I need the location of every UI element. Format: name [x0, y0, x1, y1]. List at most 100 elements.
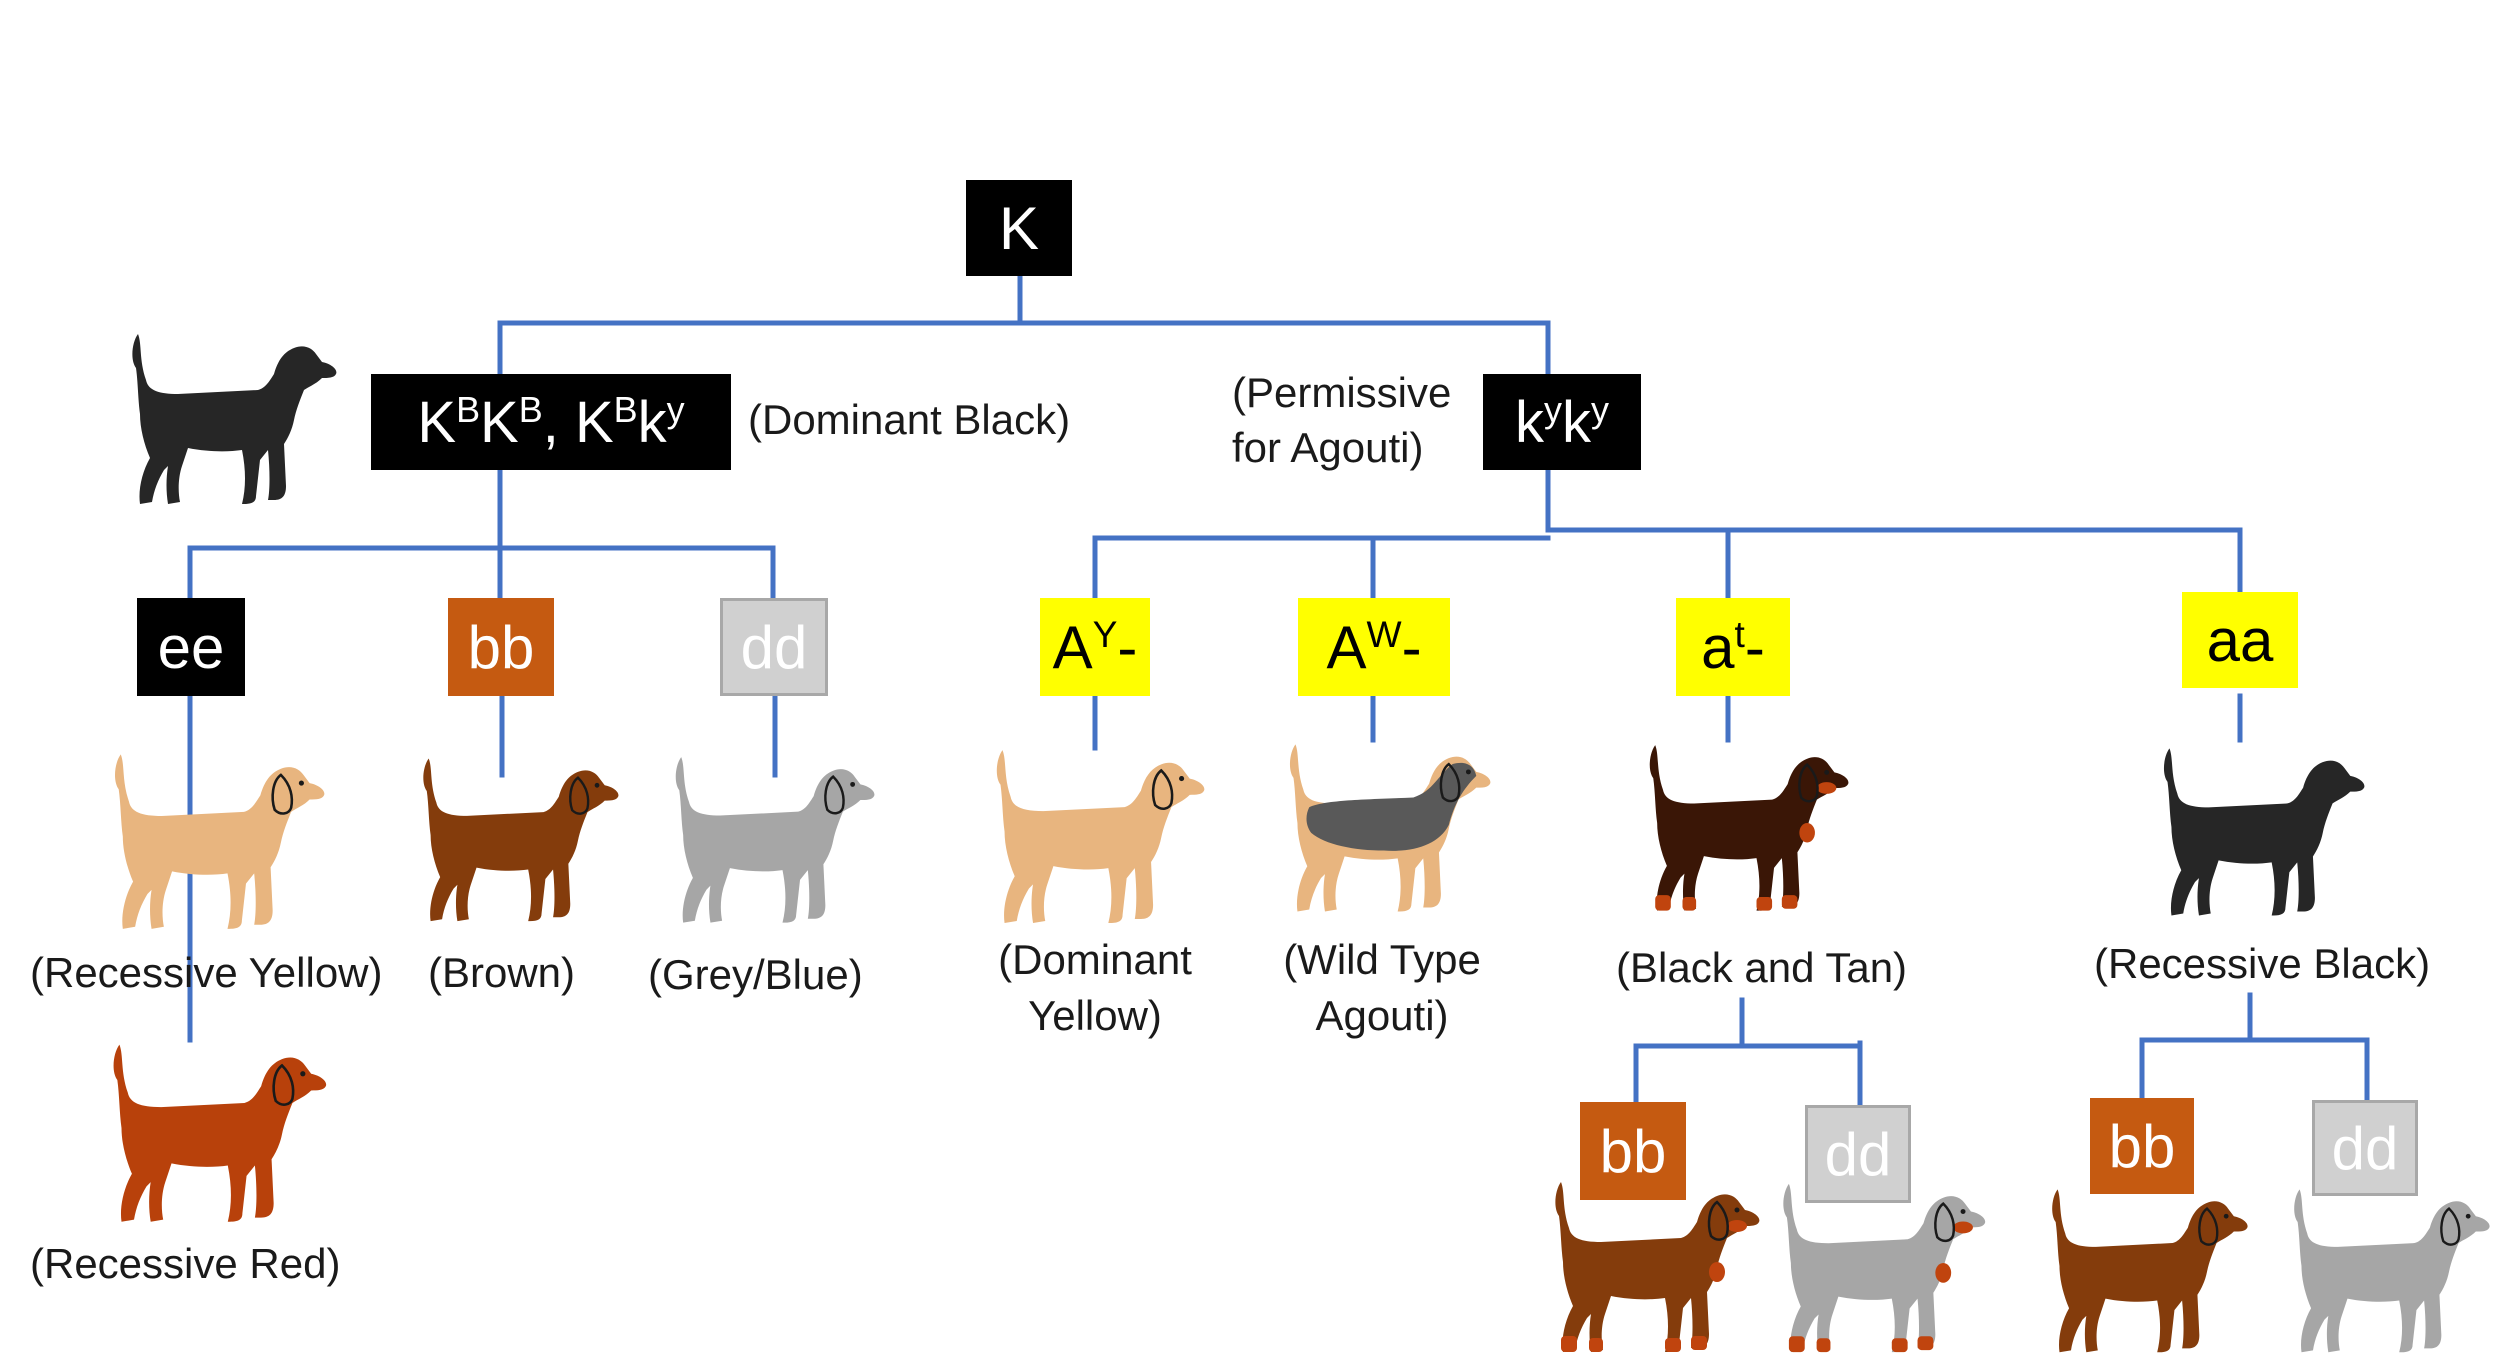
at-sub-bb-box: bb — [1580, 1102, 1686, 1200]
dog-ear — [272, 1063, 295, 1106]
dog-tan-point — [1756, 897, 1773, 911]
ay-box: AY- — [1040, 598, 1150, 696]
recessive-black-dog-icon — [2163, 748, 2365, 916]
dog-body — [2163, 748, 2365, 916]
connector-at-sub — [1633, 997, 1863, 1108]
dog-ear — [1151, 768, 1174, 810]
dog-ear — [2198, 1206, 2219, 1246]
dog-body — [996, 750, 1205, 924]
dominant-black-genotype-box: KBKB, KBky — [371, 374, 731, 470]
aa-sub-bb-label: bb — [2108, 1112, 2176, 1180]
aa-brown-dog-icon — [2052, 1189, 2248, 1353]
permissive-genotype: kyky — [1515, 388, 1609, 455]
dog-eye — [1960, 1209, 1966, 1215]
dog-tan-point — [1727, 1220, 1747, 1232]
aw-description-line2: Agouti) — [1315, 992, 1449, 1039]
dog-tan-point — [1917, 1336, 1934, 1351]
connector-root — [497, 269, 1551, 378]
dd-description: (Grey/Blue) — [648, 951, 863, 998]
bb-box: bb — [448, 598, 554, 696]
permissive-description-line1: (Permissive — [1232, 369, 1452, 416]
dog-tan-point — [1561, 1336, 1577, 1352]
dog-ear — [1439, 762, 1461, 803]
at-sub-dd-box: dd — [1805, 1105, 1911, 1203]
ee-description: (Recessive Yellow) — [30, 949, 383, 996]
dog-eye — [298, 780, 304, 786]
dog-eye — [850, 781, 856, 787]
aa-box: aa — [2182, 592, 2298, 688]
at-grey-tan-dog-icon — [1783, 1183, 1986, 1353]
ay-genotype: AY- — [1052, 613, 1138, 681]
dog-body — [132, 334, 337, 504]
dog-body — [2052, 1189, 2248, 1353]
dog-tan-point — [1781, 895, 1798, 909]
dog-saddle — [1306, 762, 1477, 851]
dog-tan-point — [1665, 1338, 1681, 1352]
dog-tan-point — [1891, 1338, 1908, 1353]
dog-body — [1649, 745, 1849, 911]
at-brown-tan-dog-icon — [1555, 1182, 1760, 1352]
dog-body — [423, 758, 619, 922]
at-description: (Black and Tan) — [1616, 944, 1908, 991]
bb-label: bb — [467, 613, 535, 681]
recessive-yellow-dog-icon — [114, 754, 325, 929]
black-and-tan-dog-icon — [1649, 745, 1849, 911]
aa-grey-dog-icon — [2294, 1189, 2490, 1353]
ee-label: ee — [157, 613, 225, 681]
root-k-box: K — [966, 180, 1072, 276]
ay-description-line1: (Dominant — [998, 936, 1192, 983]
permissive-genotype-box: kyky — [1483, 374, 1641, 470]
dog-tan-point — [1816, 782, 1837, 794]
dominant-yellow-dog-icon — [996, 750, 1205, 924]
dog-ear — [1707, 1200, 1729, 1241]
ee-box: ee — [137, 598, 245, 696]
grey-dog-icon — [675, 757, 875, 923]
dog-eye — [1824, 769, 1830, 775]
dominant-black-dog-icon — [132, 334, 337, 504]
connector-permissive — [1092, 467, 2243, 603]
dog-tan-point — [1691, 1336, 1707, 1350]
dog-eye — [2465, 1213, 2471, 1219]
bb-description: (Brown) — [428, 949, 576, 996]
aa-sub-bb-box: bb — [2090, 1098, 2194, 1194]
dominant-black-genotype: KBKB, KBky — [417, 388, 685, 455]
dog-body — [1555, 1182, 1760, 1352]
dog-tan-point — [1655, 895, 1671, 911]
dd-box: dd — [720, 598, 828, 696]
dog-tan-point — [1799, 823, 1815, 843]
at-genotype: at- — [1701, 613, 1765, 681]
dog-tan-point — [1589, 1338, 1603, 1352]
dog-body — [2294, 1189, 2490, 1353]
dog-eye — [594, 782, 600, 788]
root-k-label: K — [998, 194, 1040, 262]
dog-tan-point — [1682, 897, 1697, 911]
brown-dog-icon — [423, 758, 619, 922]
dominant-black-description: (Dominant Black) — [748, 396, 1071, 443]
dog-ear — [824, 774, 845, 815]
dog-tan-point — [1788, 1336, 1805, 1353]
at-sub-bb-label: bb — [1599, 1117, 1667, 1185]
dog-tan-point — [1816, 1338, 1831, 1353]
dog-tan-point — [1935, 1263, 1952, 1283]
at-box: at- — [1676, 598, 1790, 696]
aa-label: aa — [2206, 606, 2274, 674]
permissive-description-line2: for Agouti) — [1232, 424, 1424, 471]
dog-body — [113, 1044, 327, 1222]
aa-description: (Recessive Black) — [2094, 940, 2431, 987]
dog-tan-point — [1709, 1262, 1725, 1282]
aa-sub-dd-label: dd — [2331, 1114, 2399, 1182]
aw-description-line1: (Wild Type — [1283, 936, 1481, 983]
wild-type-agouti-dog-icon — [1289, 744, 1491, 912]
dog-body — [675, 757, 875, 923]
dog-ear — [569, 776, 590, 815]
ay-description-line2: Yellow) — [1028, 992, 1162, 1039]
dog-eye — [1734, 1207, 1740, 1213]
at-sub-dd-label: dd — [1824, 1120, 1892, 1188]
dd-label: dd — [740, 613, 808, 681]
dog-ear — [271, 773, 294, 815]
recessive-red-dog-icon — [113, 1044, 327, 1222]
aa-sub-dd-box: dd — [2312, 1100, 2418, 1196]
dog-eye — [1179, 776, 1185, 782]
dog-body — [1783, 1183, 1986, 1353]
